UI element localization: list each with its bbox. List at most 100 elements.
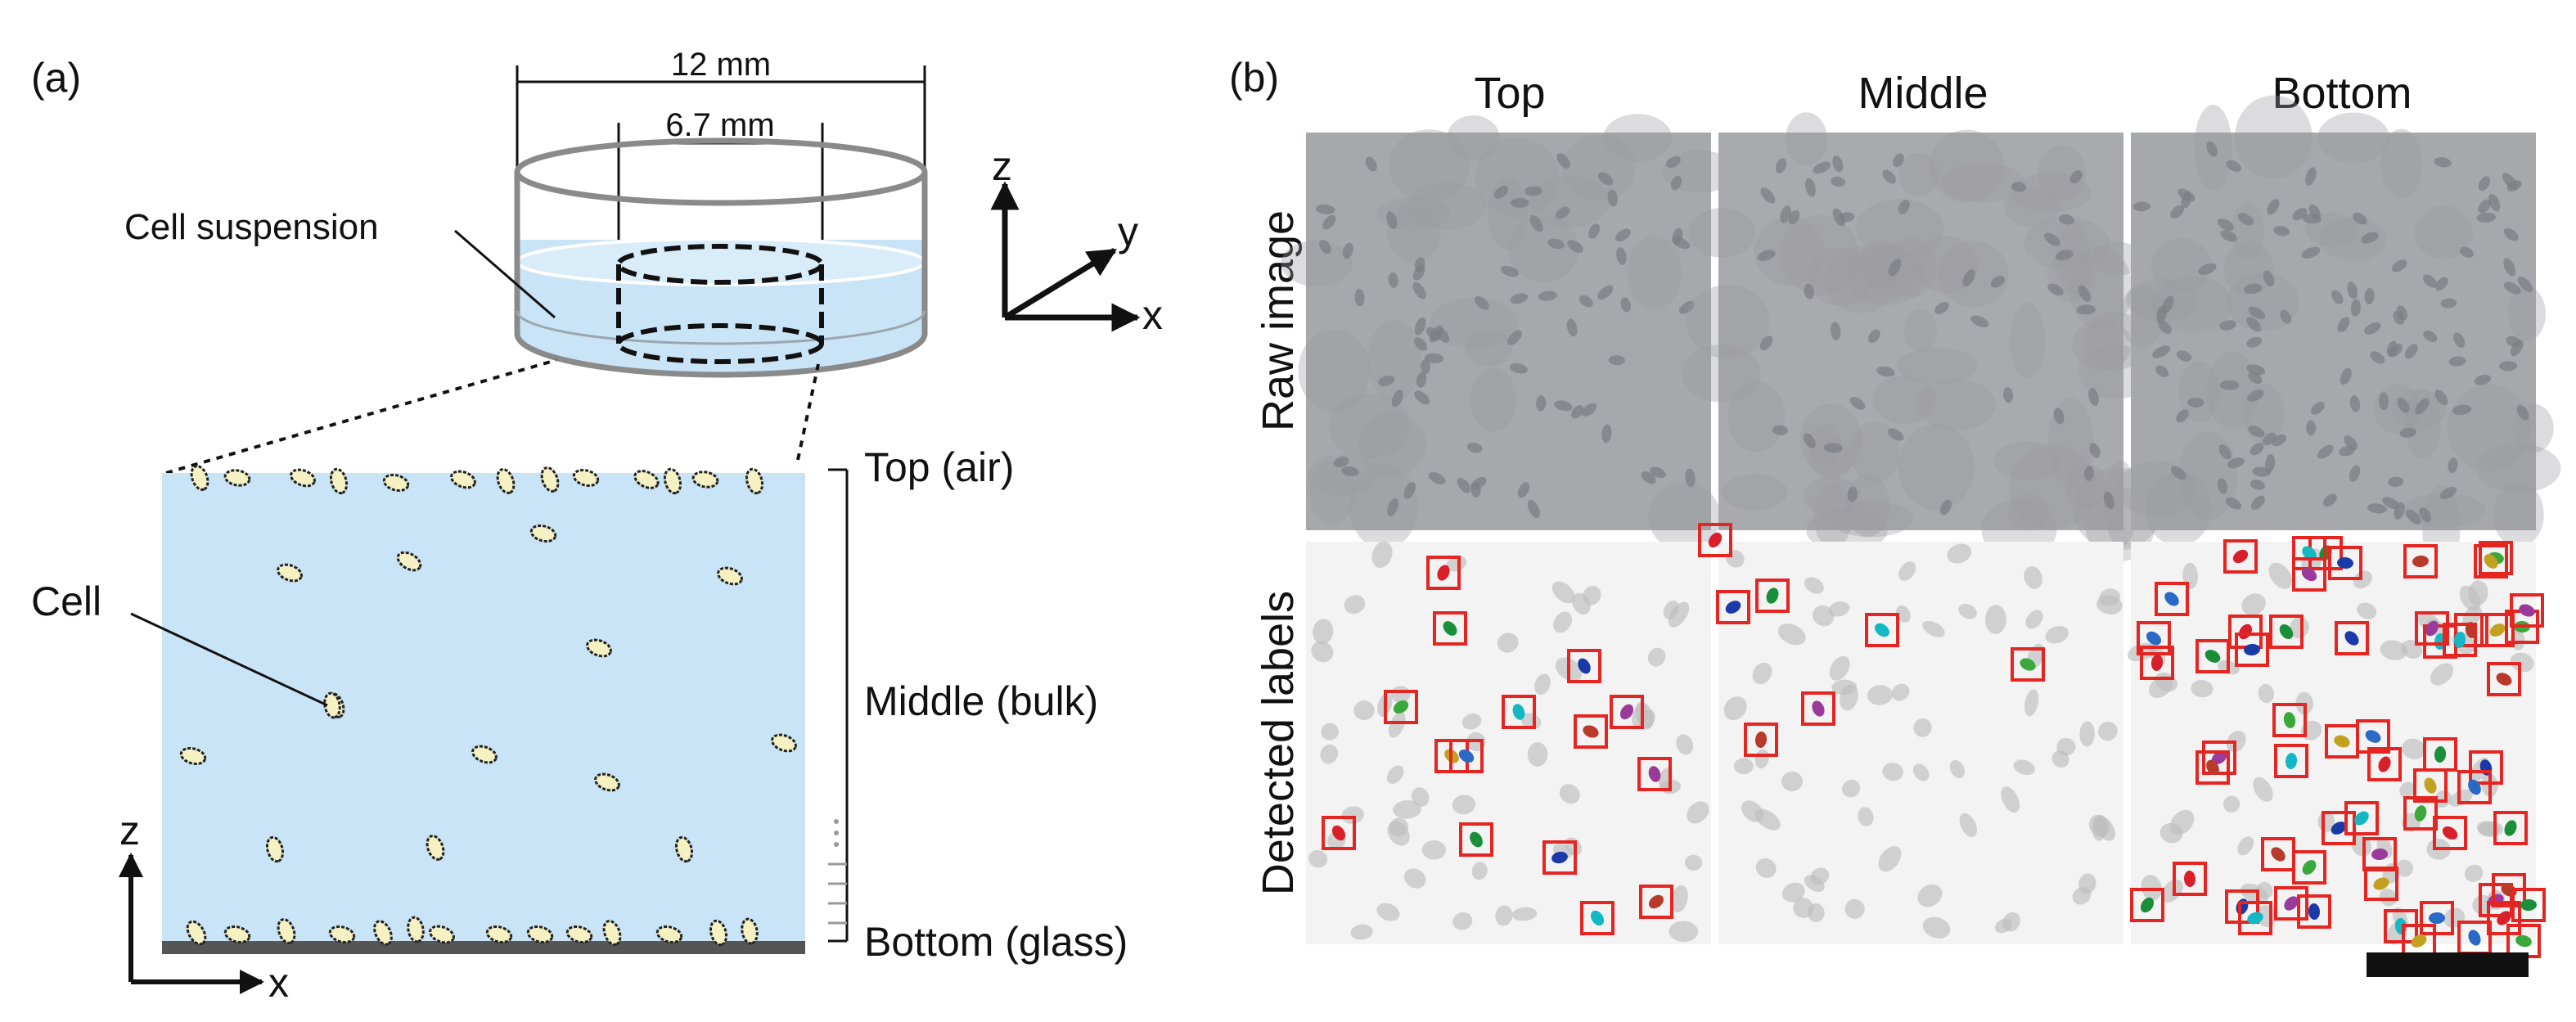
detection-box bbox=[2235, 633, 2269, 667]
cell-ellipse bbox=[450, 470, 476, 489]
background-blob bbox=[1752, 662, 1772, 685]
axes-2d bbox=[119, 853, 264, 994]
detection-box bbox=[2474, 544, 2508, 579]
haze-blob bbox=[1903, 309, 1938, 352]
background-blob bbox=[2402, 738, 2425, 760]
detection-box bbox=[2413, 768, 2448, 803]
cell-blob bbox=[2273, 226, 2290, 236]
cell-ellipse bbox=[526, 925, 554, 944]
cell-ellipse bbox=[190, 465, 209, 491]
background-blob bbox=[1810, 867, 1830, 885]
haze-blob bbox=[1916, 379, 1997, 431]
detection-box bbox=[2140, 646, 2174, 680]
cell-blob bbox=[2344, 435, 2358, 450]
cell-blob bbox=[1882, 169, 1897, 184]
background-blob bbox=[1669, 921, 1699, 943]
cell-blob bbox=[2152, 345, 2171, 358]
cell-blob bbox=[1670, 175, 1682, 191]
cell-blob bbox=[1412, 281, 1426, 299]
background-blob bbox=[1844, 898, 1865, 919]
cell-blob bbox=[2170, 466, 2186, 480]
cell-blob bbox=[2503, 227, 2519, 241]
cell-suspension-label: Cell suspension bbox=[124, 207, 379, 247]
cell-blob bbox=[1650, 466, 1666, 479]
projection-line-left bbox=[165, 358, 557, 475]
cell-ellipse bbox=[373, 920, 393, 946]
labeled-cell bbox=[1708, 532, 1723, 548]
cell-blob bbox=[2158, 320, 2172, 335]
background-blob bbox=[1913, 718, 1932, 737]
cell-blob bbox=[2103, 491, 2114, 510]
labeled-cell bbox=[2183, 871, 2196, 887]
haze-blob bbox=[2055, 222, 2091, 295]
labeled-cell bbox=[2354, 811, 2369, 826]
detection-box bbox=[1542, 840, 1577, 875]
detection-box bbox=[2011, 647, 2045, 682]
background-blob bbox=[1878, 845, 1902, 872]
cell-blob bbox=[1588, 223, 1601, 239]
detection-box bbox=[1567, 649, 1601, 683]
detection-box bbox=[2433, 816, 2467, 850]
cell-blob bbox=[1888, 259, 1902, 277]
haze-blob bbox=[1688, 208, 1756, 258]
cell-blob bbox=[2405, 509, 2421, 525]
cell-blob bbox=[2394, 502, 2405, 520]
background-blob bbox=[1527, 742, 1548, 767]
cell-blob bbox=[1847, 486, 1858, 502]
detection-box bbox=[2292, 850, 2326, 885]
background-blob bbox=[2160, 879, 2183, 903]
background-blob bbox=[1321, 723, 1339, 741]
cell-blob bbox=[2155, 365, 2169, 377]
cell-blob bbox=[2089, 443, 2101, 458]
cell-blob bbox=[2011, 182, 2027, 192]
labeled-cell bbox=[1443, 621, 1457, 636]
cell-blob bbox=[2132, 201, 2150, 212]
labeled-cell bbox=[1590, 910, 1605, 926]
background-blob bbox=[2072, 887, 2092, 905]
background-blob bbox=[1687, 801, 1709, 824]
cell-blob bbox=[1414, 390, 1430, 405]
cell-ellipse bbox=[594, 772, 620, 792]
cell-blob bbox=[2364, 322, 2381, 335]
cell-blob bbox=[2399, 427, 2417, 438]
cell-blob bbox=[1341, 466, 1359, 477]
cross-section-liquid bbox=[162, 473, 805, 949]
background-blob bbox=[1387, 821, 1410, 846]
haze-blob bbox=[1898, 152, 1939, 196]
haze-blob bbox=[2206, 351, 2259, 430]
cell-blob bbox=[2434, 157, 2452, 168]
labels-image-middle bbox=[1698, 523, 2123, 944]
cell-blob bbox=[1403, 481, 1416, 499]
detection-box bbox=[2137, 621, 2171, 655]
cell-blob bbox=[2088, 388, 2099, 407]
haze-blob bbox=[1470, 367, 1517, 432]
labeled-cell bbox=[2140, 897, 2155, 913]
labeled-cell bbox=[2302, 546, 2317, 561]
raw-image-top bbox=[1281, 114, 1736, 552]
cell-blob bbox=[1424, 353, 1444, 363]
labeled-cell bbox=[1812, 700, 1825, 717]
cell-ellipse bbox=[407, 916, 425, 943]
background-blob bbox=[1308, 849, 1328, 868]
cell-blob bbox=[1597, 172, 1614, 186]
axis-y-3d: y bbox=[1118, 209, 1138, 254]
haze-blob bbox=[1844, 245, 1927, 306]
background-blob bbox=[1353, 700, 1375, 720]
background-blob bbox=[2024, 689, 2039, 717]
labeled-cell bbox=[2442, 826, 2458, 840]
background-blob bbox=[1994, 918, 2012, 934]
cell-blob bbox=[1939, 499, 1952, 516]
detection-box bbox=[1459, 822, 1493, 857]
background-blob bbox=[1376, 903, 1400, 921]
cell-blob bbox=[1474, 296, 1489, 310]
cell-blob bbox=[2301, 246, 2321, 259]
labeled-cell bbox=[2308, 903, 2321, 920]
labeled-cell bbox=[2434, 746, 2447, 763]
cell-blob bbox=[1831, 176, 1846, 187]
cell-blob bbox=[2263, 270, 2275, 287]
cell-blob bbox=[2053, 407, 2065, 425]
cell-blob bbox=[2246, 317, 2262, 332]
detection-box bbox=[2238, 901, 2272, 935]
cell-blob bbox=[1578, 295, 1593, 308]
labeled-cell bbox=[2331, 822, 2347, 835]
